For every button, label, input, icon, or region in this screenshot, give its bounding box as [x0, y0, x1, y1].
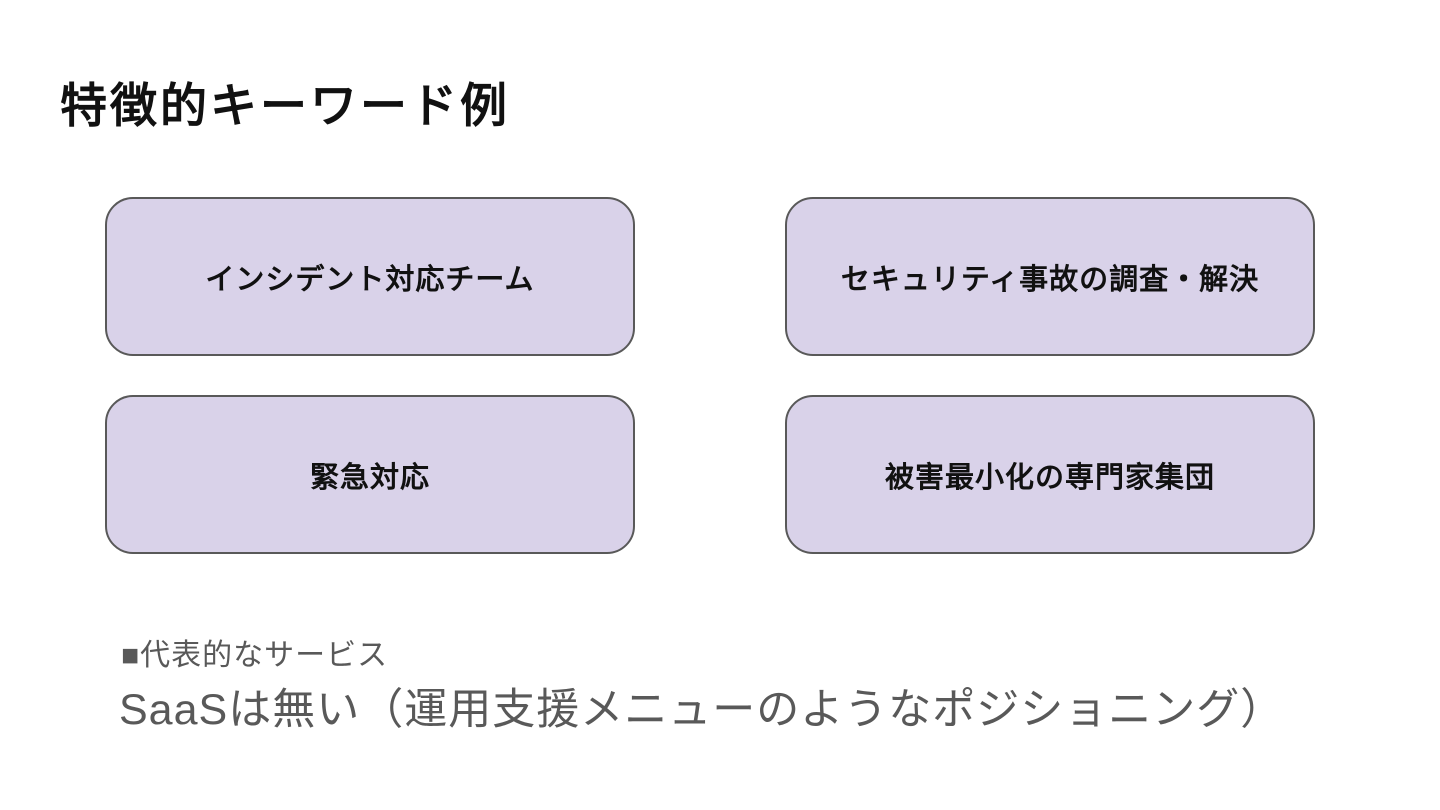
keyword-box-security-incident-investigation: セキュリティ事故の調査・解決 — [785, 197, 1315, 356]
representative-services-note: SaaSは無い（運用支援メニューのようなポジショニング） — [119, 686, 1285, 734]
keyword-label: セキュリティ事故の調査・解決 — [840, 263, 1260, 296]
keyword-label: 緊急対応 — [309, 461, 430, 494]
keyword-box-emergency-response: 緊急対応 — [105, 395, 635, 554]
keyword-label: 被害最小化の専門家集団 — [884, 461, 1215, 494]
keyword-box-incident-response-team: インシデント対応チーム — [105, 197, 635, 356]
keyword-box-damage-minimization-experts: 被害最小化の専門家集団 — [785, 395, 1315, 554]
page-title: 特徴的キーワード例 — [60, 79, 510, 132]
representative-services-heading: ■代表的なサービス — [121, 639, 389, 672]
keyword-label: インシデント対応チーム — [205, 263, 535, 296]
